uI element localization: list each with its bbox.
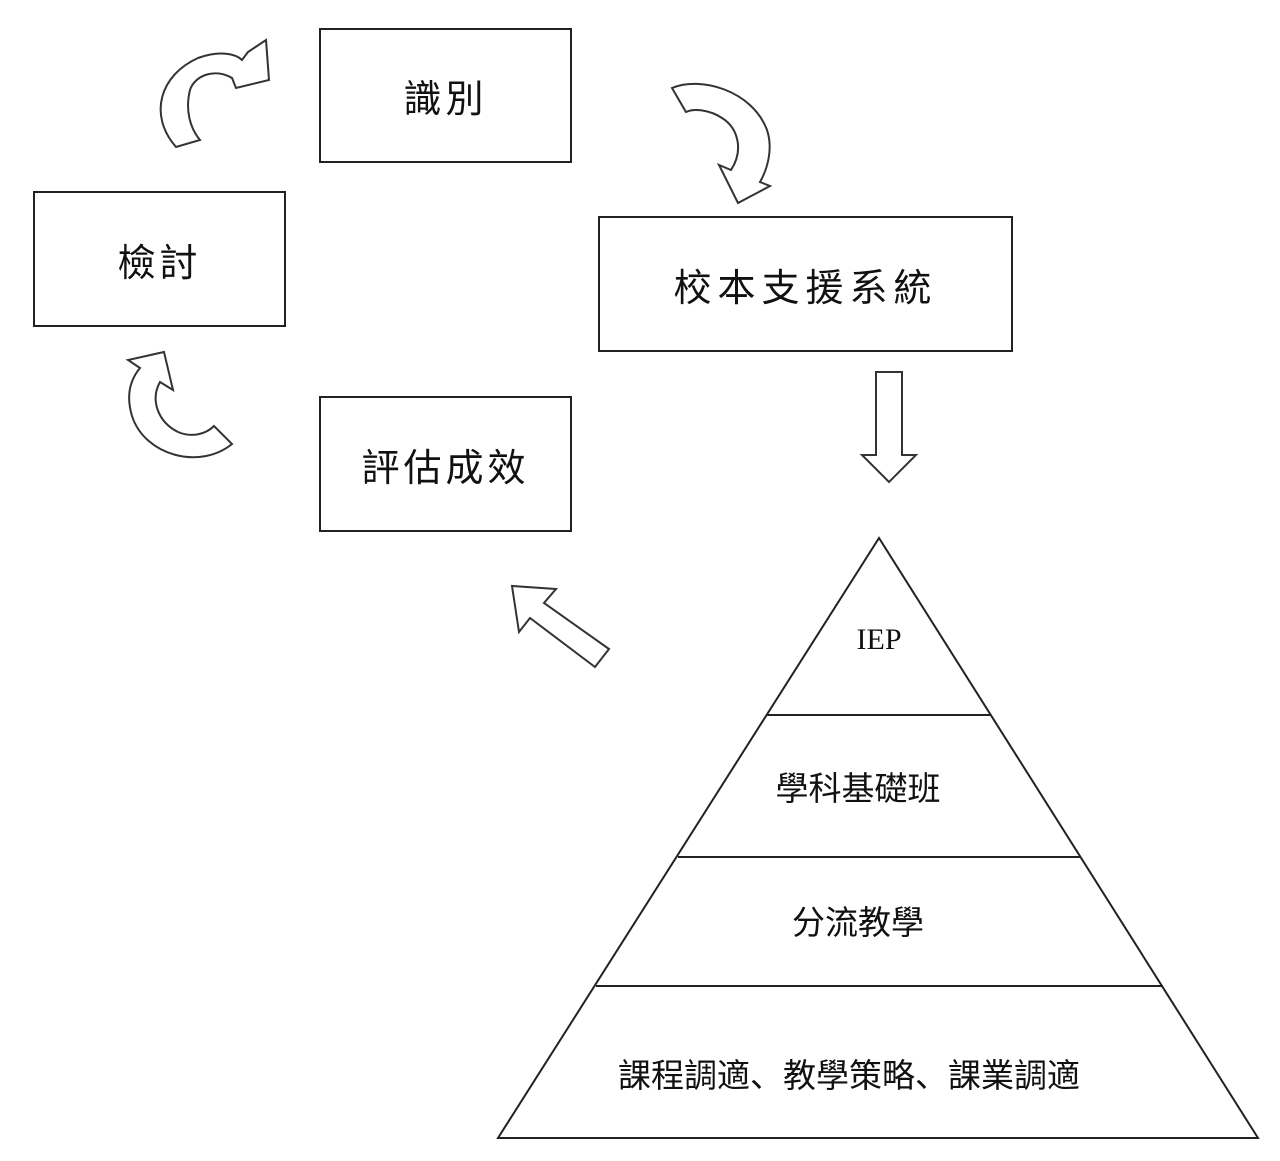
curved-arrow-review-to-identify <box>159 38 271 149</box>
down-arrow-support-to-pyramid <box>859 371 919 484</box>
support-system-label: 校本支援系統 <box>673 265 938 310</box>
pyramid-tier-basic-class: 學科基礎班 <box>775 769 941 808</box>
support-system-box: 校本支援系統 <box>598 216 1013 352</box>
pyramid-tier-streaming: 分流教學 <box>792 903 924 942</box>
pyramid-tier-iep: IEP <box>856 623 902 656</box>
pyramid-outline <box>496 536 1260 1139</box>
curved-arrow-identify-to-support <box>670 82 773 205</box>
evaluate-label: 評估成效 <box>361 445 530 490</box>
curved-arrow-evaluate-to-review <box>125 350 234 459</box>
review-box: 檢討 <box>33 191 286 327</box>
review-label: 檢討 <box>117 240 202 285</box>
identify-label: 識別 <box>403 77 488 121</box>
pyramid-tier-adaptation: 課程調適、教學策略、課業調適 <box>618 1056 1080 1095</box>
evaluate-box: 評估成效 <box>319 396 572 532</box>
diagonal-arrow-pyramid-to-evaluate <box>510 584 611 669</box>
identify-box: 識別 <box>319 28 572 163</box>
